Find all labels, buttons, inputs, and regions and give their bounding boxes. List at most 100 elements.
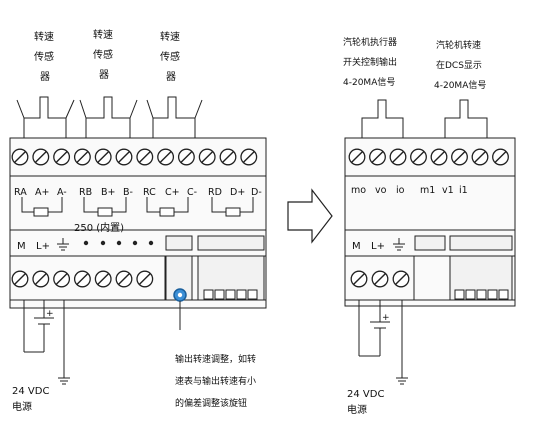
right-module: 汽轮机执行器 开关控制输出 4-20MA信号 汽轮机转速 在DCS显示 4-20… xyxy=(343,36,516,416)
channel-label: RB xyxy=(79,187,92,198)
left-bottom-terminals xyxy=(11,270,154,288)
terminal-screw xyxy=(369,148,386,166)
power-label-lplus: L+ xyxy=(36,241,50,252)
svg-text:转速: 转速 xyxy=(160,30,180,43)
terminal-screw xyxy=(240,148,258,166)
terminal-screw xyxy=(11,148,29,166)
terminal-screw xyxy=(136,270,154,288)
channel-label: vo xyxy=(375,185,387,196)
internal-resistor-label: 250 (内置) xyxy=(74,221,124,234)
svg-text:传感: 传感 xyxy=(34,50,54,63)
left-top-terminals xyxy=(11,148,258,166)
right-indicator-box xyxy=(414,235,446,251)
right-supply-label: 电源 xyxy=(347,403,367,416)
terminal-screw xyxy=(451,148,468,166)
terminal-screw xyxy=(136,148,154,166)
left-connector-pins xyxy=(203,289,258,300)
terminal-screw xyxy=(219,148,237,166)
right-bottom-terminals xyxy=(350,270,410,288)
ground-symbol xyxy=(57,238,69,251)
svg-text:+: + xyxy=(382,313,390,323)
right-power-label-m: M xyxy=(352,241,361,252)
right-caption-actuator: 汽轮机执行器 开关控制输出 4-20MA信号 xyxy=(343,36,397,88)
svg-text:在DCS显示: 在DCS显示 xyxy=(436,59,482,71)
terminal-screw xyxy=(177,148,195,166)
led-dots xyxy=(83,240,154,246)
flow-arrow xyxy=(287,188,333,244)
resistor-groups xyxy=(21,197,254,217)
left-supply-label: 电源 xyxy=(12,400,32,413)
svg-text:汽轮机执行器: 汽轮机执行器 xyxy=(343,36,397,48)
terminal-screw xyxy=(471,148,489,166)
terminal-screw xyxy=(430,148,448,166)
svg-text:4-20MA信号: 4-20MA信号 xyxy=(343,76,395,88)
terminal-screw xyxy=(73,270,91,288)
left-supply-wiring: + xyxy=(23,300,70,385)
terminal-screw xyxy=(410,148,427,166)
svg-text:传感: 传感 xyxy=(160,50,180,63)
svg-text:转速: 转速 xyxy=(34,30,54,43)
adjust-note: 输出转速调整，如转 速表与输出转速有小 的偏差调整该旋钮 xyxy=(175,353,256,409)
terminal-screw xyxy=(198,148,216,166)
terminal-screw xyxy=(115,270,133,288)
channel-label: B+ xyxy=(101,187,115,198)
sensor-label-1: 转速 传感 器 xyxy=(34,30,54,83)
sensor-label-2: 转速 传感 器 xyxy=(93,28,113,81)
terminal-screw xyxy=(392,270,410,288)
left-indicator-box xyxy=(165,235,193,251)
channel-label: A+ xyxy=(35,187,49,198)
svg-text:器: 器 xyxy=(166,71,176,83)
svg-text:4-20MA信号: 4-20MA信号 xyxy=(434,79,486,91)
terminal-screw xyxy=(32,270,50,288)
terminal-screw xyxy=(94,148,112,166)
svg-text:器: 器 xyxy=(40,71,50,83)
left-supply-voltage: 24 VDC xyxy=(12,386,49,397)
channel-label: v1 xyxy=(442,185,454,196)
svg-text:器: 器 xyxy=(99,69,109,81)
terminal-screw xyxy=(11,270,29,288)
channel-label: io xyxy=(396,185,405,196)
terminal-screw xyxy=(350,270,368,288)
right-supply-voltage: 24 VDC xyxy=(347,389,384,400)
svg-text:+: + xyxy=(46,309,54,319)
channel-label: m1 xyxy=(420,185,435,196)
channel-label: D+ xyxy=(230,187,245,198)
terminal-screw xyxy=(115,148,133,166)
terminal-screw xyxy=(492,148,509,166)
right-output-wires xyxy=(361,99,488,138)
channel-label: RD xyxy=(208,187,222,198)
channel-label: D- xyxy=(251,187,262,198)
right-top-terminals xyxy=(348,148,509,166)
terminal-screw xyxy=(53,148,71,166)
sensor-wires xyxy=(16,96,203,138)
right-indicator-bar xyxy=(449,235,513,251)
right-supply-wiring: + xyxy=(358,300,408,385)
right-connector-pins xyxy=(454,289,509,300)
terminal-screw xyxy=(32,148,50,166)
channel-label: mo xyxy=(351,185,366,196)
svg-text:开关控制输出: 开关控制输出 xyxy=(343,56,397,68)
svg-text:速表与输出转速有小: 速表与输出转速有小 xyxy=(175,375,256,387)
right-power-label-lplus: L+ xyxy=(371,241,385,252)
terminal-screw xyxy=(73,148,91,166)
svg-text:的偏差调整该旋钮: 的偏差调整该旋钮 xyxy=(175,397,247,409)
terminal-screw xyxy=(348,148,366,166)
svg-text:汽轮机转速: 汽轮机转速 xyxy=(436,39,481,51)
channel-label: C- xyxy=(187,187,197,198)
power-label-m: M xyxy=(17,241,26,252)
right-ground-symbol xyxy=(393,238,405,251)
terminal-screw xyxy=(53,270,71,288)
channel-label: B- xyxy=(123,187,133,198)
channel-label: RC xyxy=(143,187,156,198)
terminal-screw xyxy=(371,270,389,288)
terminal-screw xyxy=(94,270,112,288)
channel-label: i1 xyxy=(459,185,468,196)
svg-text:传感: 传感 xyxy=(93,48,113,61)
svg-text:输出转速调整，如转: 输出转速调整，如转 xyxy=(175,353,256,365)
svg-text:转速: 转速 xyxy=(93,28,113,41)
sensor-label-3: 转速 传感 器 xyxy=(160,30,180,83)
channel-label: A- xyxy=(57,187,67,198)
